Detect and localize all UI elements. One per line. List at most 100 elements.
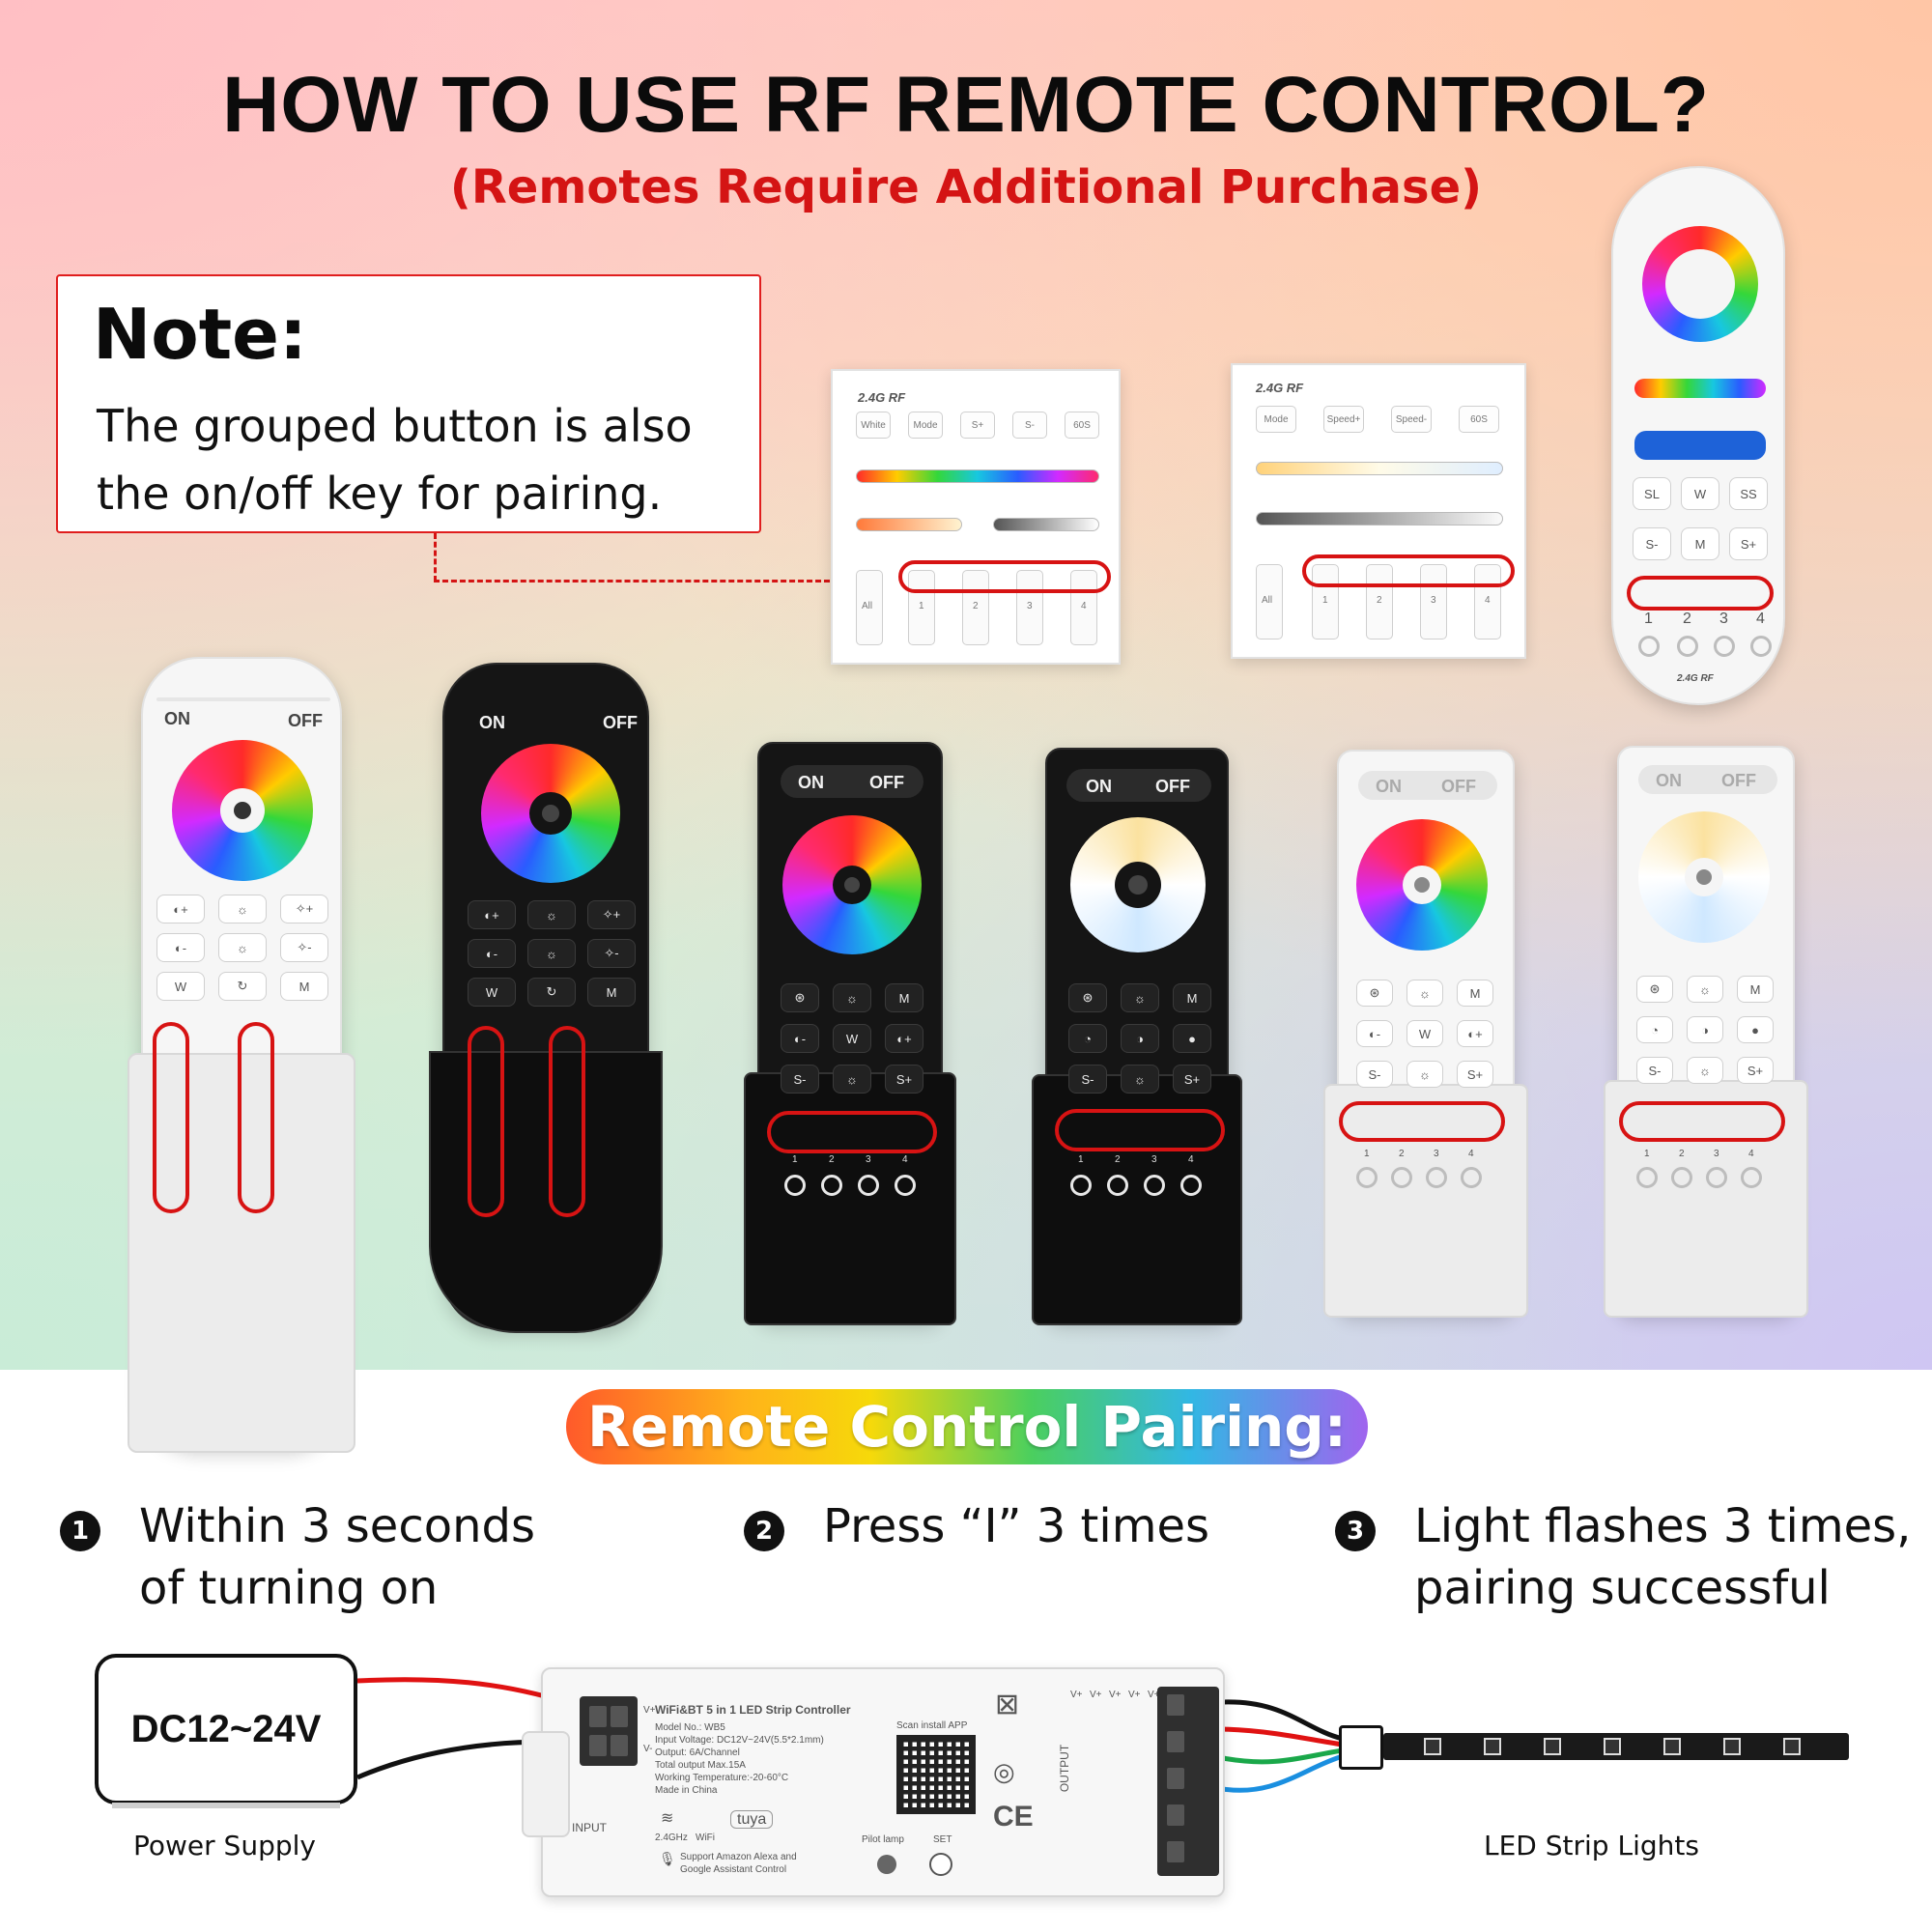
- off-ring[interactable]: [1107, 1175, 1128, 1196]
- panel-button[interactable]: 60S: [1065, 412, 1099, 439]
- oval-button[interactable]: S+: [1729, 527, 1768, 560]
- off-ring[interactable]: [1461, 1167, 1482, 1188]
- dim-slider[interactable]: [993, 518, 1099, 531]
- qr-code[interactable]: [896, 1735, 976, 1814]
- sun-icon[interactable]: ☼: [218, 933, 267, 962]
- panel-button[interactable]: S-: [1012, 412, 1047, 439]
- cct-mid-icon[interactable]: ◑: [1687, 1016, 1723, 1043]
- oval-button[interactable]: SL: [1633, 477, 1671, 510]
- off-ring[interactable]: [1750, 636, 1772, 657]
- off-ring[interactable]: [895, 1175, 916, 1196]
- panel-button[interactable]: Mode: [1256, 406, 1296, 433]
- on-button[interactable]: ON: [1376, 777, 1402, 796]
- sun-icon[interactable]: ☼: [218, 895, 267, 923]
- color-wheel[interactable]: [782, 815, 922, 954]
- speed-down-button[interactable]: S-: [781, 1065, 819, 1094]
- brightness-down-button[interactable]: ◐-: [781, 1024, 819, 1053]
- cct-warm-icon[interactable]: ◔: [1068, 1024, 1107, 1053]
- speed-down-button[interactable]: ✧-: [280, 933, 328, 962]
- speed-down-button[interactable]: S-: [1636, 1057, 1673, 1084]
- mode-button[interactable]: M: [1173, 983, 1211, 1012]
- all-key[interactable]: [1256, 564, 1283, 639]
- brightness-down-button[interactable]: ◐-: [1356, 1020, 1393, 1047]
- color-wheel[interactable]: [1642, 226, 1758, 342]
- panel-button[interactable]: Speed+: [1323, 406, 1364, 433]
- set-button[interactable]: [929, 1853, 952, 1876]
- off-button[interactable]: OFF: [1155, 777, 1190, 796]
- white-button[interactable]: W: [833, 1024, 871, 1053]
- oval-button[interactable]: S-: [1633, 527, 1671, 560]
- zone-key-3[interactable]: [1420, 564, 1447, 639]
- rgb-icon[interactable]: ⊛: [1068, 983, 1107, 1012]
- rgb-icon[interactable]: ⊛: [1356, 980, 1393, 1007]
- all-key[interactable]: [856, 570, 883, 645]
- on-button[interactable]: ON: [164, 709, 190, 728]
- on-button[interactable]: ON: [798, 773, 824, 792]
- sun-icon[interactable]: ☼: [1121, 983, 1159, 1012]
- brightness-strip[interactable]: [1634, 431, 1766, 460]
- off-ring[interactable]: [1671, 1167, 1692, 1188]
- panel-button[interactable]: Mode: [908, 412, 943, 439]
- sun-icon[interactable]: ☼: [1406, 1061, 1443, 1088]
- sun-icon[interactable]: ☼: [527, 900, 576, 929]
- cct-mid-icon[interactable]: ◑: [1121, 1024, 1159, 1053]
- sun-icon[interactable]: ☼: [527, 939, 576, 968]
- panel-button[interactable]: Speed-: [1391, 406, 1432, 433]
- rgb-icon[interactable]: ⊛: [1636, 976, 1673, 1003]
- zone-key-1[interactable]: [908, 570, 935, 645]
- off-button[interactable]: OFF: [869, 773, 904, 792]
- brightness-slider[interactable]: [1256, 512, 1503, 526]
- speed-up-button[interactable]: S+: [1457, 1061, 1493, 1088]
- cct-slider[interactable]: [1256, 462, 1503, 475]
- mode-button[interactable]: M: [1737, 976, 1774, 1003]
- cct-cool-icon[interactable]: ●: [1173, 1024, 1211, 1053]
- brightness-down-button[interactable]: ◐-: [156, 933, 205, 962]
- oval-button[interactable]: W: [1681, 477, 1719, 510]
- off-button[interactable]: OFF: [1441, 777, 1476, 796]
- oval-button[interactable]: M: [1681, 527, 1719, 560]
- speed-up-button[interactable]: S+: [885, 1065, 923, 1094]
- color-wheel[interactable]: [481, 744, 620, 883]
- zone-key-2[interactable]: [1366, 564, 1393, 639]
- off-ring[interactable]: [1426, 1167, 1447, 1188]
- cct-cool-icon[interactable]: ●: [1737, 1016, 1774, 1043]
- color-wheel[interactable]: [1356, 819, 1488, 951]
- off-ring[interactable]: [1714, 636, 1735, 657]
- white-button[interactable]: W: [468, 978, 516, 1007]
- off-ring[interactable]: [784, 1175, 806, 1196]
- white-button[interactable]: W: [1406, 1020, 1443, 1047]
- on-button[interactable]: ON: [1086, 777, 1112, 796]
- sun-icon[interactable]: ☼: [1687, 976, 1723, 1003]
- panel-button[interactable]: White: [856, 412, 891, 439]
- off-ring[interactable]: [1391, 1167, 1412, 1188]
- brightness-up-button[interactable]: ◐+: [468, 900, 516, 929]
- color-wheel[interactable]: [172, 740, 313, 881]
- speed-down-button[interactable]: S-: [1068, 1065, 1107, 1094]
- off-ring[interactable]: [858, 1175, 879, 1196]
- off-button[interactable]: OFF: [603, 713, 638, 732]
- cycle-icon[interactable]: ↻: [527, 978, 576, 1007]
- sun-icon[interactable]: ☼: [1121, 1065, 1159, 1094]
- off-ring[interactable]: [1636, 1167, 1658, 1188]
- speed-down-button[interactable]: ✧-: [587, 939, 636, 968]
- panel-button[interactable]: 60S: [1459, 406, 1499, 433]
- oval-button[interactable]: SS: [1729, 477, 1768, 510]
- cct-wheel[interactable]: [1070, 817, 1206, 952]
- brightness-up-button[interactable]: ◐+: [1457, 1020, 1493, 1047]
- mode-button[interactable]: M: [587, 978, 636, 1007]
- zone-key-2[interactable]: [962, 570, 989, 645]
- speed-up-button[interactable]: ✧+: [587, 900, 636, 929]
- panel-button[interactable]: S+: [960, 412, 995, 439]
- cct-wheel[interactable]: [1638, 811, 1770, 943]
- sun-icon[interactable]: ☼: [1406, 980, 1443, 1007]
- white-button[interactable]: W: [156, 972, 205, 1001]
- off-ring[interactable]: [1638, 636, 1660, 657]
- brightness-up-button[interactable]: ◐+: [156, 895, 205, 923]
- off-ring[interactable]: [1180, 1175, 1202, 1196]
- on-button[interactable]: ON: [1656, 771, 1682, 790]
- off-button[interactable]: OFF: [288, 711, 323, 730]
- off-ring[interactable]: [1144, 1175, 1165, 1196]
- sun-icon[interactable]: ☼: [833, 983, 871, 1012]
- brightness-down-button[interactable]: ◐-: [468, 939, 516, 968]
- cycle-icon[interactable]: ↻: [218, 972, 267, 1001]
